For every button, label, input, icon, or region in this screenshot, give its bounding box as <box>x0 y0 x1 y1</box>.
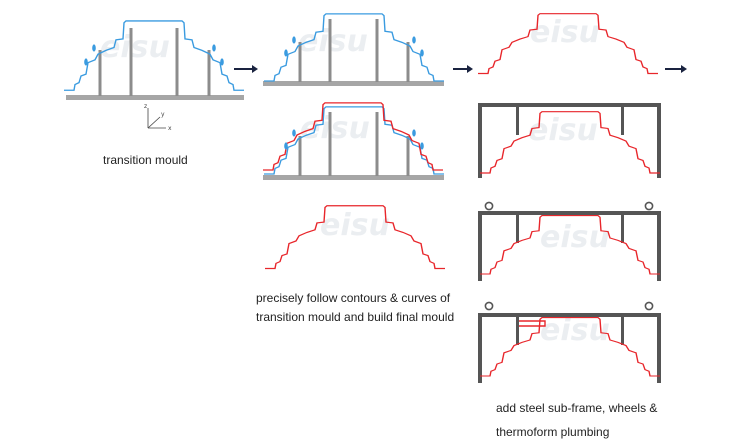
wheel-icon <box>484 301 494 311</box>
transition-mould-panel: eisu z y x <box>63 20 245 132</box>
watermark-text: eisu <box>530 15 600 50</box>
base-bar <box>263 175 444 180</box>
caption-add-subframe: add steel sub-frame, wheels & thermoform… <box>496 396 657 444</box>
subframe-panel-2: eisu <box>478 201 661 281</box>
thermoform-plumbing-icon <box>519 320 546 327</box>
overlay-panel: eisu <box>262 102 445 180</box>
contour-marks <box>284 129 424 150</box>
steel-frame <box>478 313 661 383</box>
support-posts <box>298 112 410 176</box>
watermark-text: eisu <box>528 113 598 148</box>
wheel-icon <box>484 201 494 211</box>
watermark-text: eisu <box>100 30 170 65</box>
built-final-mould-panel: eisu <box>264 205 446 270</box>
axis-z-label: z <box>144 103 147 110</box>
contour-marks <box>84 44 224 66</box>
axis-x-label: x <box>168 125 172 132</box>
support-posts <box>298 19 410 82</box>
caption-follow-contours: precisely follow contours & curves of tr… <box>256 289 454 327</box>
transition-mould-copy-panel: eisu <box>263 13 445 86</box>
base-bar <box>66 95 244 100</box>
axis-indicator <box>147 108 166 129</box>
caption-line: transition mould and build final mould <box>256 310 455 324</box>
base-bar <box>263 81 444 86</box>
wheel-icon <box>644 301 654 311</box>
subframe-panel-1: eisu <box>478 103 661 178</box>
watermark-text: eisu <box>320 208 390 243</box>
subframe-panel-3: eisu <box>478 301 661 383</box>
caption-line: precisely follow contours & curves of <box>256 291 451 305</box>
steel-frame <box>478 211 661 281</box>
watermark-text: eisu <box>300 111 370 146</box>
watermark-text: eisu <box>540 220 610 255</box>
caption-line: add steel sub-frame, wheels & <box>496 401 658 415</box>
arrow-right-icon <box>665 65 687 73</box>
final-mould-panel: eisu <box>477 12 659 75</box>
support-posts <box>98 28 211 96</box>
watermark-text: eisu <box>540 313 610 348</box>
arrow-right-icon <box>234 65 258 73</box>
caption-transition-mould: transition mould <box>103 153 188 167</box>
arrow-right-icon <box>453 65 473 73</box>
steel-frame <box>478 103 661 178</box>
axis-y-label: y <box>161 111 165 118</box>
wheel-icon <box>644 201 654 211</box>
contour-marks <box>284 36 424 57</box>
caption-line: thermoform plumbing <box>496 425 610 439</box>
